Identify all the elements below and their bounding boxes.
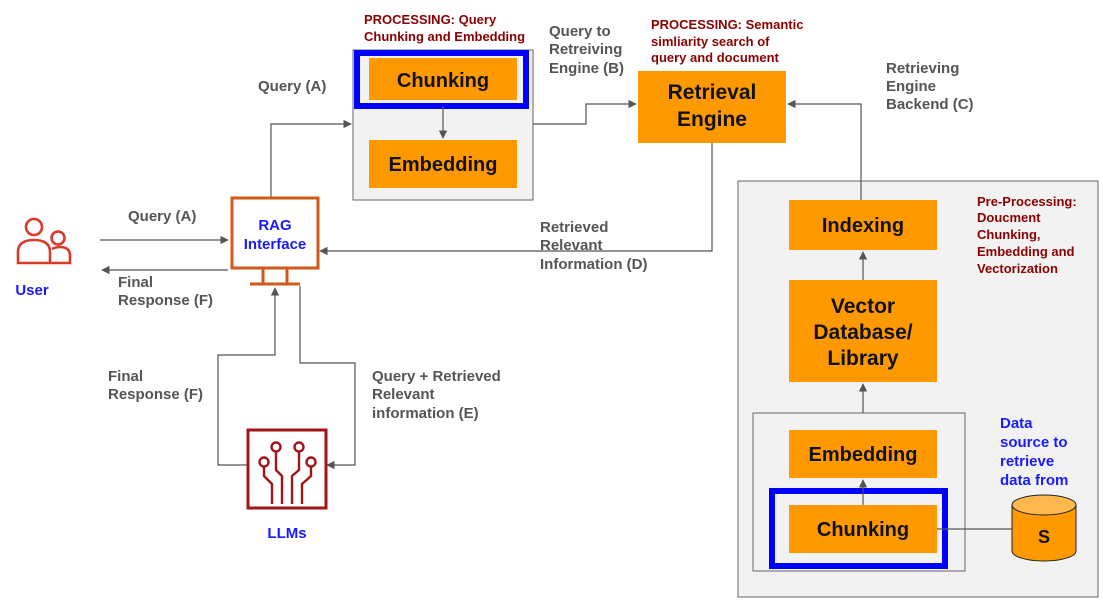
datasource-caption-1: Data: [1000, 415, 1033, 432]
retrieval-engine-box[interactable]: [638, 71, 786, 143]
preprocessing-inner-frame: [752, 412, 966, 572]
circuit-icon[interactable]: [246, 428, 328, 510]
final-user-caption-1: Final: [118, 274, 153, 291]
vector-database-box[interactable]: [789, 280, 937, 382]
indexing-label: Indexing: [822, 215, 904, 237]
final-llm-caption-1: Final: [108, 368, 143, 385]
query-retrieved-caption-3: information (E): [372, 405, 479, 422]
arrow-interface-to-processing: [270, 119, 352, 197]
query-a-user-caption: Query (A): [128, 208, 196, 225]
backend-caption-2: Engine: [886, 78, 936, 95]
retrieval-engine-label-1: Retrieval: [668, 81, 757, 104]
preprocessing-caption-5: Vectorization: [977, 261, 1058, 276]
doc-embedding-box[interactable]: [789, 430, 937, 478]
doc-chunking-label: Chunking: [817, 519, 909, 541]
query-chunking-highlight: [354, 50, 529, 109]
query-processing-caption-2: Chunking and Embedding: [364, 29, 525, 44]
query-a-top-caption: Query (A): [258, 78, 326, 95]
arrow-llm-to-interface: [217, 287, 280, 466]
llms-label: LLMs: [267, 525, 306, 542]
arrow-interface-to-llm: [299, 286, 356, 470]
vector-database-label-2: Database/: [813, 321, 912, 344]
retrieval-caption-2: simliarity search of: [651, 34, 770, 49]
retrieved-caption-3: Information (D): [540, 256, 647, 273]
datasource-caption-4: data from: [1000, 472, 1068, 489]
datasource-symbol: S: [1038, 527, 1050, 547]
query-to-engine-caption-1: Query to: [549, 23, 611, 40]
query-embedding-box[interactable]: [369, 140, 517, 188]
rag-interface-label-1: RAG: [258, 217, 291, 234]
datasource-cylinder-icon[interactable]: [1011, 494, 1077, 562]
user-label: User: [15, 282, 49, 299]
final-llm-caption-2: Response (F): [108, 386, 203, 403]
doc-chunking-box[interactable]: [789, 505, 937, 553]
preprocessing-caption-1: Pre-Processing:: [977, 194, 1077, 209]
preprocessing-caption-4: Embedding and: [977, 244, 1075, 259]
retrieval-caption-1: PROCESSING: Semantic: [651, 17, 803, 32]
query-to-engine-caption-3: Engine (B): [549, 60, 624, 77]
arrow-backend-to-engine: [787, 99, 862, 200]
retrieval-caption-3: query and document: [651, 50, 780, 65]
retrieved-caption-2: Relevant: [540, 237, 603, 254]
monitor-icon[interactable]: [230, 196, 320, 286]
vector-database-label-3: Library: [827, 347, 899, 370]
doc-embedding-label: Embedding: [809, 444, 918, 466]
query-embedding-label: Embedding: [389, 154, 498, 176]
user-icon[interactable]: [16, 217, 72, 265]
query-to-engine-caption-2: Retreiving: [549, 41, 622, 58]
query-retrieved-caption-2: Relevant: [372, 386, 435, 403]
arrow-retrieved-to-interface: [319, 143, 713, 256]
rag-interface-label-2: Interface: [244, 236, 307, 253]
query-chunking-label: Chunking: [397, 70, 489, 92]
preprocessing-caption-2: Doucment: [977, 210, 1041, 225]
retrieved-caption-1: Retrieved: [540, 219, 608, 236]
vector-database-label-1: Vector: [831, 295, 895, 318]
retrieval-engine-label-2: Engine: [677, 108, 747, 131]
query-chunking-box[interactable]: [369, 58, 517, 100]
query-processing-caption-1: PROCESSING: Query: [364, 12, 497, 27]
query-retrieved-caption-1: Query + Retrieved: [372, 368, 501, 385]
datasource-caption-2: source to: [1000, 434, 1068, 451]
datasource-caption-3: retrieve: [1000, 453, 1054, 470]
backend-caption-3: Backend (C): [886, 96, 974, 113]
arrow-query-to-engine: [533, 99, 637, 125]
indexing-box[interactable]: [789, 200, 937, 250]
preprocessing-caption-3: Chunking,: [977, 227, 1041, 242]
final-user-caption-2: Response (F): [118, 292, 213, 309]
backend-caption-1: Retrieving: [886, 60, 959, 77]
